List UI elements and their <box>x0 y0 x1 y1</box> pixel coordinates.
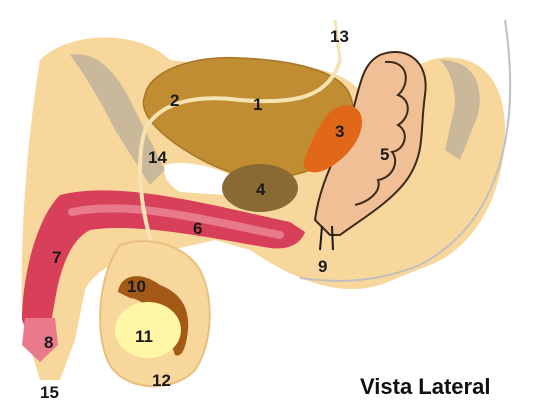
label-1: 1 <box>253 95 262 114</box>
label-2: 2 <box>170 91 179 110</box>
label-7: 7 <box>52 248 61 267</box>
label-6: 6 <box>193 219 202 238</box>
label-5: 5 <box>380 145 389 164</box>
view-caption: Vista Lateral <box>360 374 490 399</box>
label-10: 10 <box>127 277 146 296</box>
label-4: 4 <box>256 180 266 199</box>
label-11: 11 <box>135 327 153 346</box>
label-8: 8 <box>44 333 53 352</box>
label-15: 15 <box>40 383 59 402</box>
label-14: 14 <box>148 148 167 167</box>
label-13: 13 <box>330 27 349 46</box>
label-12: 12 <box>152 371 171 390</box>
label-9: 9 <box>318 257 327 276</box>
label-3: 3 <box>335 122 344 141</box>
